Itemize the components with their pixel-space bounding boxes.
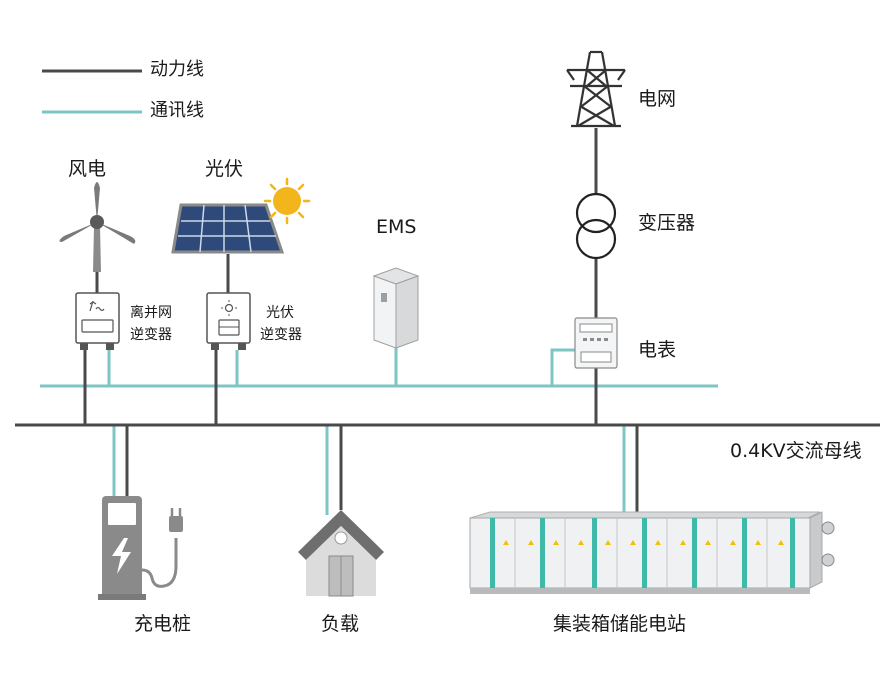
wind-label: 风电	[68, 158, 107, 180]
solar-label: 光伏	[205, 158, 244, 180]
charging-pile-icon	[98, 496, 183, 600]
ems-label: EMS	[376, 216, 417, 238]
pv-inverter-icon	[206, 292, 251, 350]
energy-storage-container-icon	[469, 511, 835, 594]
house-icon	[298, 510, 384, 597]
ems-cabinet-icon	[372, 267, 420, 349]
meter-label: 电表	[638, 339, 677, 361]
pv-inverter-label-line2: 逆变器	[260, 327, 302, 343]
pv-inverter-label-line1: 光伏	[266, 305, 294, 321]
charger-label: 充电桩	[134, 613, 192, 635]
load-label: 负载	[321, 613, 360, 635]
grid-label: 电网	[638, 88, 677, 110]
transmission-tower-icon	[566, 50, 626, 128]
offgrid-inverter-label-line2: 逆变器	[130, 327, 172, 343]
power-lines	[15, 128, 880, 513]
electric-meter-icon	[574, 317, 618, 369]
sun-icon	[263, 177, 311, 225]
legend-power-line-label: 动力线	[150, 59, 204, 80]
storage-label: 集装箱储能电站	[553, 613, 687, 635]
legend-comm-line-label: 通讯线	[150, 100, 204, 121]
solar-panel-icon	[171, 203, 285, 254]
bus-label: 0.4KV交流母线	[730, 440, 862, 462]
transformer-label: 变压器	[638, 212, 696, 234]
transformer-icon	[575, 192, 617, 260]
offgrid-inverter-icon	[75, 292, 120, 350]
wind-turbine-icon	[59, 182, 136, 272]
communication-lines	[40, 348, 718, 515]
offgrid-inverter-label-line1: 离并网	[130, 305, 172, 321]
